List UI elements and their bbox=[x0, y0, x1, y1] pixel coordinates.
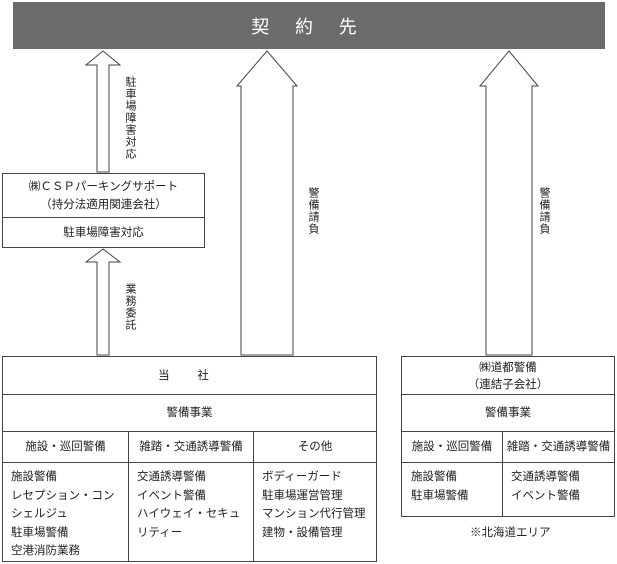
arrow-hokkaido-to-contractor bbox=[478, 50, 540, 356]
hokkaido-name-block: ㈱道都警備 （連結子会社） bbox=[402, 357, 614, 394]
arrow-label-security-hokkaido: 警備請負 bbox=[538, 187, 551, 235]
company-col-sep-1 bbox=[128, 431, 129, 561]
list-item: イベント警備 bbox=[137, 487, 206, 502]
arrow-label-outsourcing: 業務委託 bbox=[124, 283, 137, 331]
company-col-header-1: 施設・巡回警備 bbox=[25, 439, 106, 454]
list-item: 駐車場警備 bbox=[11, 524, 69, 539]
list-item: シェルジュ bbox=[11, 506, 68, 520]
list-item: 交通誘導警備 bbox=[511, 469, 580, 483]
hokkaido-name: ㈱道都警備 bbox=[479, 360, 537, 375]
list-item: ハイウェイ・セキュ bbox=[137, 506, 241, 520]
list-item: 施設警備 bbox=[11, 469, 57, 483]
company-col-header-3: その他 bbox=[297, 439, 333, 454]
hokkaido-divider-3 bbox=[402, 462, 614, 463]
arrow-label-parking-response: 駐車場障害対応 bbox=[124, 76, 137, 160]
company-col-sep-2 bbox=[253, 431, 254, 561]
list-item: レセプション・コン bbox=[11, 487, 115, 502]
hokkaido-division: 警備事業 bbox=[485, 405, 531, 420]
arrow-company-to-contractor bbox=[235, 50, 299, 356]
hokkaido-col-header-2: 雑踏・交通誘導警備 bbox=[506, 439, 611, 454]
company-title: 当 社 bbox=[158, 367, 221, 382]
list-item: 空港消防業務 bbox=[11, 543, 80, 557]
csp-divider bbox=[3, 217, 204, 218]
company-divider-1 bbox=[3, 394, 376, 395]
list-item: リティー bbox=[137, 524, 183, 539]
hokkaido-division-block: 警備事業 bbox=[402, 395, 614, 431]
arrow-csp-to-contractor bbox=[84, 50, 122, 173]
hokkaido-col-list-1: 施設警備 駐車場警備 bbox=[411, 467, 469, 504]
company-col-header-2: 雑踏・交通誘導警備 bbox=[139, 439, 243, 454]
company-col-list-3: ボディーガード 駐車場運営管理 マンション代行管理 建物・設備管理 bbox=[262, 467, 366, 541]
hokkaido-col-sep bbox=[502, 431, 503, 516]
company-col-list-1: 施設警備 レセプション・コン シェルジュ 駐車場警備 空港消防業務 bbox=[11, 467, 115, 560]
hokkaido-col-header-1: 施設・巡回警備 bbox=[411, 439, 493, 454]
hokkaido-divider-1 bbox=[402, 394, 614, 395]
hokkaido-sub: （連結子会社） bbox=[467, 376, 549, 391]
list-item: 駐車場警備 bbox=[411, 487, 469, 502]
list-item: 交通誘導警備 bbox=[137, 469, 206, 483]
list-item: イベント警備 bbox=[511, 487, 580, 502]
company-title-block: 当 社 bbox=[3, 357, 376, 394]
arrow-company-to-csp bbox=[84, 248, 122, 356]
csp-box: ㈱ＣＳＰパーキングサポート （持分法適用関連会社） 駐車場障害対応 bbox=[2, 173, 205, 248]
hokkaido-area-note: ※北海道エリア bbox=[470, 525, 551, 539]
company-box: 当 社 警備事業 施設・巡回警備 雑踏・交通誘導警備 その他 施設警備 レセプシ… bbox=[2, 356, 377, 562]
csp-service: 駐車場障害対応 bbox=[63, 225, 144, 240]
hokkaido-col-list-2: 交通誘導警備 イベント警備 bbox=[511, 467, 580, 504]
csp-name-block: ㈱ＣＳＰパーキングサポート （持分法適用関連会社） bbox=[3, 174, 204, 217]
csp-name: ㈱ＣＳＰパーキングサポート bbox=[28, 178, 179, 193]
list-item: マンション代行管理 bbox=[262, 506, 366, 520]
company-division: 警備事業 bbox=[166, 405, 213, 420]
contractor-label: 契 約 先 bbox=[251, 16, 367, 38]
list-item: ボディーガード bbox=[262, 469, 342, 483]
contractor-box: 契 約 先 bbox=[13, 2, 605, 49]
arrow-label-security-main: 警備請負 bbox=[307, 187, 320, 235]
company-col-list-2: 交通誘導警備 イベント警備 ハイウェイ・セキュ リティー bbox=[137, 467, 240, 541]
hokkaido-divider-2 bbox=[402, 431, 614, 432]
company-divider-2 bbox=[3, 431, 376, 432]
csp-service-block: 駐車場障害対応 bbox=[3, 218, 204, 248]
list-item: 建物・設備管理 bbox=[262, 524, 343, 539]
csp-sub: （持分法適用関連会社） bbox=[40, 196, 167, 211]
hokkaido-box: ㈱道都警備 （連結子会社） 警備事業 施設・巡回警備 雑踏・交通誘導警備 施設警… bbox=[401, 356, 615, 517]
list-item: 施設警備 bbox=[411, 469, 457, 483]
list-item: 駐車場運営管理 bbox=[262, 487, 343, 502]
company-divider-3 bbox=[3, 462, 376, 463]
company-division-block: 警備事業 bbox=[3, 395, 376, 431]
